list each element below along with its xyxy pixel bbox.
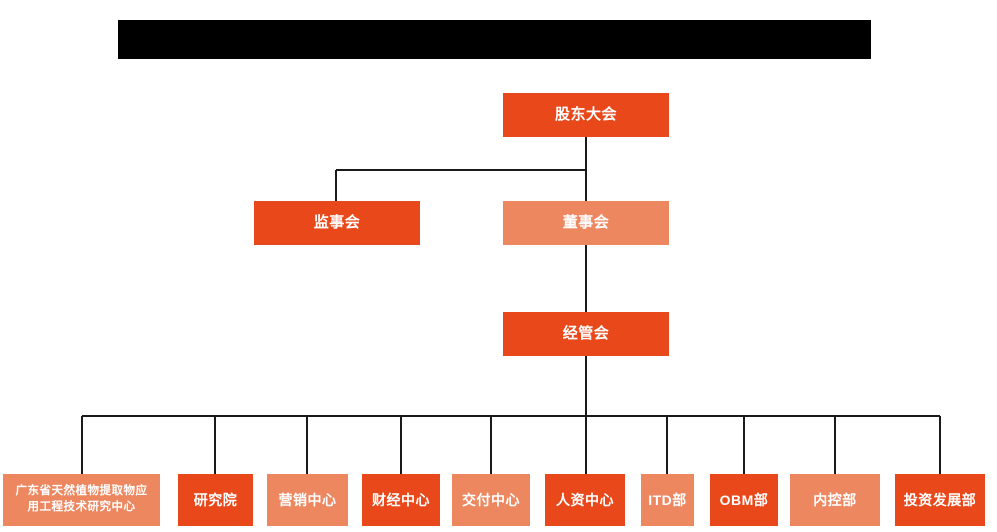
node-investment-development-dept[interactable]: 投资发展部 — [895, 474, 985, 526]
node-label: ITD部 — [648, 491, 687, 508]
node-label: 广东省天然植物提取物应 用工程技术研究中心 — [16, 484, 148, 515]
node-label: 监事会 — [313, 214, 361, 232]
node-board-of-directors[interactable]: 董事会 — [503, 201, 669, 245]
node-research-institute[interactable]: 研究院 — [178, 474, 253, 526]
node-label: 交付中心 — [462, 491, 520, 508]
node-label: 股东大会 — [554, 106, 617, 124]
node-label: OBM部 — [719, 491, 769, 508]
node-shareholders-meeting[interactable]: 股东大会 — [503, 93, 669, 137]
node-label: 研究院 — [193, 491, 238, 508]
node-management-committee[interactable]: 经管会 — [503, 312, 669, 356]
redacted-title-bar — [118, 20, 871, 59]
node-label: 营销中心 — [278, 491, 337, 508]
node-research-center[interactable]: 广东省天然植物提取物应 用工程技术研究中心 — [3, 474, 160, 526]
node-itd-dept[interactable]: ITD部 — [641, 474, 694, 526]
node-label: 人资中心 — [556, 491, 614, 508]
node-board-of-supervisors[interactable]: 监事会 — [254, 201, 420, 245]
node-obm-dept[interactable]: OBM部 — [710, 474, 778, 526]
node-marketing-center[interactable]: 营销中心 — [267, 474, 348, 526]
node-internal-control-dept[interactable]: 内控部 — [790, 474, 880, 526]
node-label-line2: 用工程技术研究中心 — [27, 501, 136, 513]
node-label: 经管会 — [562, 325, 610, 343]
node-delivery-center[interactable]: 交付中心 — [452, 474, 530, 526]
node-label-line1: 广东省天然植物提取物应 — [15, 485, 148, 498]
node-label: 财经中心 — [372, 491, 430, 508]
node-hr-center[interactable]: 人资中心 — [545, 474, 625, 526]
node-label: 投资发展部 — [903, 491, 977, 508]
node-finance-center[interactable]: 财经中心 — [362, 474, 440, 526]
node-label: 董事会 — [562, 214, 610, 232]
node-label: 内控部 — [813, 491, 857, 508]
